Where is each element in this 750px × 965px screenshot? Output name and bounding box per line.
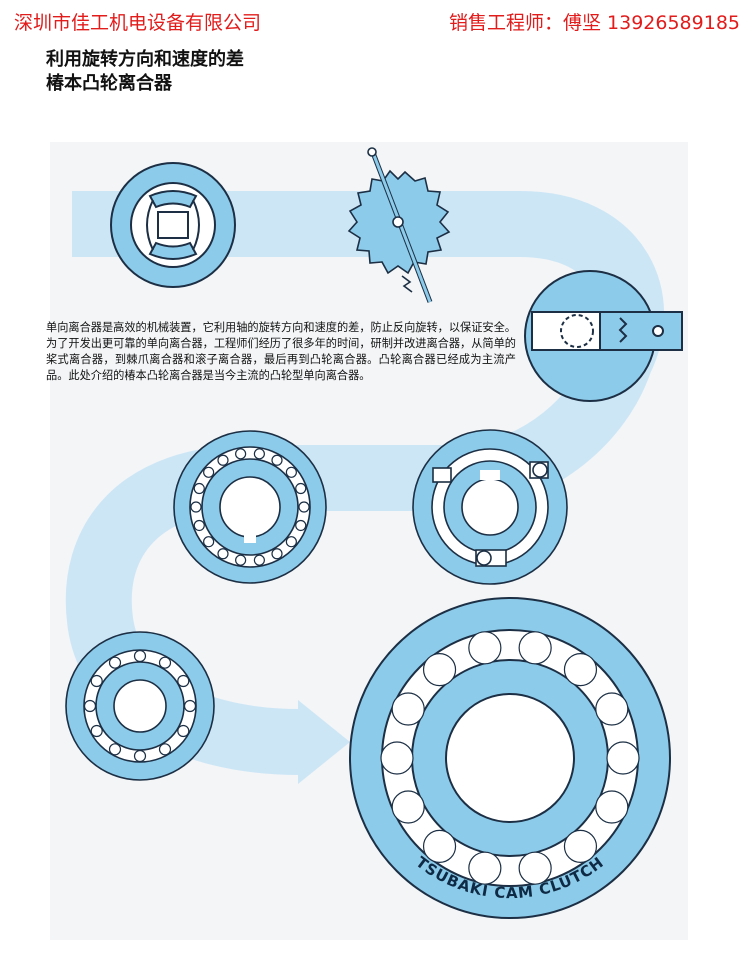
cam-sprag [518,851,552,885]
flow-arrow-head [298,700,350,784]
cam-sprag [391,692,425,726]
roller [90,724,103,738]
cam-sprag [422,653,457,687]
roller-ring-c [83,649,197,763]
roller [271,454,283,466]
roller [83,699,97,713]
roller [253,448,265,460]
roller [193,482,205,495]
cam-sprag [606,741,640,775]
cam-sprag [391,790,425,824]
cam-sprag [468,631,502,665]
roller [108,743,122,756]
roller [298,501,310,513]
cam-sprag [595,790,629,824]
roller [203,466,215,478]
cam-sprag [518,631,552,665]
roller [235,554,247,566]
roller [90,674,103,688]
roller-clutch-inner [412,429,568,585]
roller [285,466,297,478]
paddle-clutch [110,162,236,288]
roller [193,519,205,532]
roller [203,536,215,548]
roller [133,749,147,763]
roller [183,699,197,713]
roller [217,548,229,560]
title-line-1: 利用旋转方向和速度的差 [46,49,244,70]
roller [133,649,147,663]
roller [108,656,122,669]
roller-ring-a [190,448,310,566]
roller [271,548,283,560]
roller [253,554,265,566]
cam-ring [380,631,640,885]
cam-sprag [563,829,598,863]
description-text: 单向离合器是高效的机械装置，它利用轴的旋转方向和速度的差，防止反向旋转，以保证安… [46,321,516,382]
company-name: 深圳市佳工机电设备有限公司 [14,12,262,34]
roller [217,454,229,466]
roller [285,536,297,548]
ratchet-pawl [347,147,451,303]
cam-sprag [422,829,457,863]
title-line-2: 椿本凸轮离合器 [46,73,172,94]
cam-sprag [380,741,414,775]
spring-roller-clutch [65,631,215,781]
page-title: 利用旋转方向和速度的差 椿本凸轮离合器 [46,48,244,96]
roller [177,724,190,738]
cam-sprag [468,851,502,885]
roller [295,482,307,495]
roller [235,448,247,460]
roller [295,519,307,532]
cam-sprag [595,692,629,726]
sales-contact: 销售工程师：傅坚 13926589185 [448,12,740,34]
roller [190,501,202,513]
roller [158,656,172,669]
roller [158,743,172,756]
cam-sprag [563,653,598,687]
lever-clutch [524,270,683,402]
roller [177,674,190,688]
